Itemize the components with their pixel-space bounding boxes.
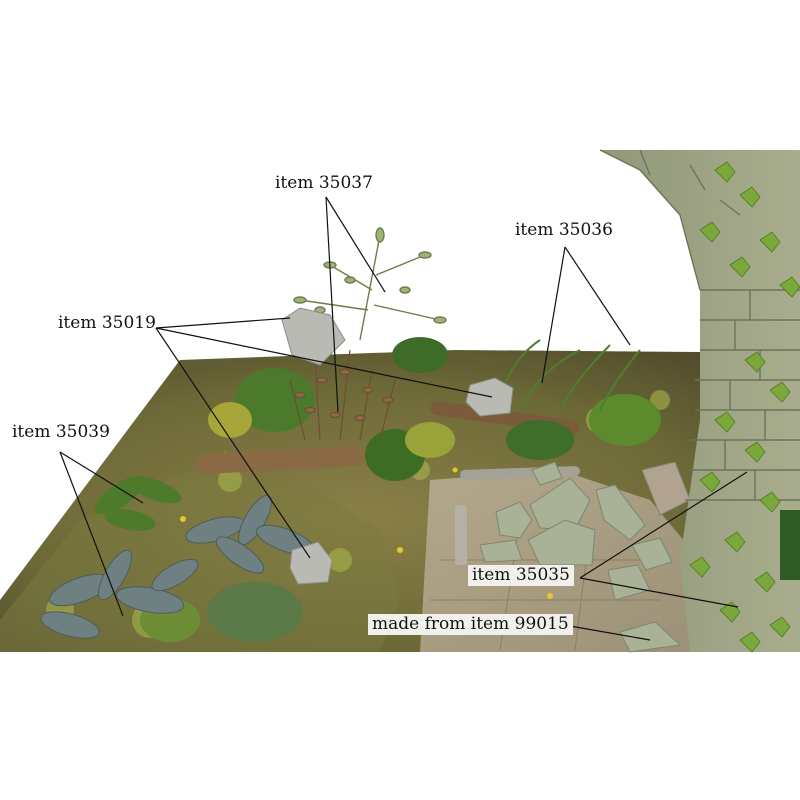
green-leaf-plant [94,475,182,531]
label-item-35039: item 35039 [12,422,110,442]
label-item-35036: item 35036 [515,220,613,240]
shrubs [140,337,661,642]
brown-plant-cluster [289,349,396,441]
fern-cluster [499,339,641,411]
label-item-35037: item 35037 [275,173,373,193]
stone-archway [599,149,800,652]
callout-leader-lines [59,196,748,641]
dark-shrub [780,510,800,580]
ivy-vines [689,161,800,653]
sapling-tree [293,227,447,341]
label-item-35019: item 35019 [58,313,156,333]
ruin-stones [479,461,691,653]
large-leaf-plants [40,494,314,639]
label-item-35035: item 35035 [468,565,574,586]
label-made-from-item-99015: made from item 99015 [368,614,573,635]
